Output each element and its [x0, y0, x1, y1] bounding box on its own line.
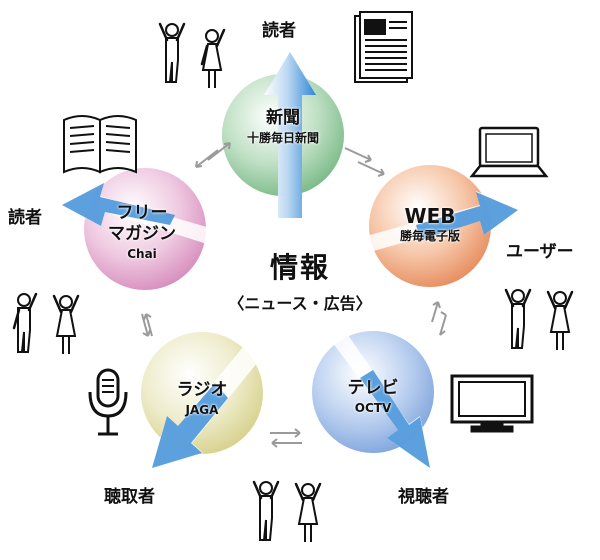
arrow-to-magazine-readers — [60, 182, 224, 248]
audience-label-newspaper: 読者 — [262, 21, 296, 41]
link-newspaper-web — [344, 147, 385, 177]
node-magazine: フリー マガジン Chai — [108, 203, 176, 263]
node-tv-title: テレビ — [347, 378, 399, 398]
center-subtitle: 〈ニュース・広告〉 — [228, 294, 372, 313]
magazine-circle — [84, 168, 206, 290]
people-icon-bottom — [252, 480, 322, 542]
node-magazine-subtitle: Chai — [127, 247, 157, 261]
center-title: 情報 — [269, 251, 331, 284]
node-radio: ラジオ JAGA — [177, 380, 228, 419]
link-tv-radio — [270, 428, 302, 448]
node-magazine-title-line2: マガジン — [108, 224, 176, 244]
audience-label-web: ユーザー — [506, 242, 574, 262]
link-newspaper-magazine — [195, 142, 231, 168]
arrow-to-tv-viewers — [332, 332, 432, 470]
node-newspaper-title: 新聞 — [265, 108, 300, 128]
link-radio-magazine — [141, 313, 153, 337]
laptop-icon — [469, 126, 549, 178]
node-magazine-title-line1: フリー — [116, 203, 168, 223]
newspaper-icon — [354, 11, 413, 83]
arrow-to-web-users — [366, 191, 520, 252]
people-icon-left — [12, 292, 80, 354]
arrow-to-radio-listeners — [150, 336, 266, 470]
node-newspaper: 新聞 十勝毎日新聞 — [247, 108, 319, 147]
node-web: WEB 勝毎電子版 — [400, 206, 460, 245]
node-web-subtitle: 勝毎電子版 — [399, 229, 461, 243]
node-tv-subtitle: OCTV — [354, 401, 392, 415]
node-tv: テレビ OCTV — [348, 378, 399, 417]
audience-label-tv: 視聴者 — [398, 487, 449, 507]
tv-monitor-icon — [450, 374, 534, 433]
book-icon — [63, 115, 137, 174]
node-radio-subtitle: JAGA — [185, 403, 219, 417]
microphone-icon — [88, 368, 128, 436]
audience-label-radio: 聴取者 — [104, 487, 155, 507]
arrow-to-newspaper-readers — [264, 52, 316, 218]
audience-label-magazine: 読者 — [8, 208, 42, 228]
people-icon-top — [158, 22, 226, 88]
node-newspaper-subtitle: 十勝毎日新聞 — [246, 131, 320, 145]
node-radio-title: ラジオ — [176, 380, 228, 400]
people-icon-right — [504, 288, 574, 350]
link-web-tv — [431, 301, 447, 336]
node-web-title: WEB — [404, 204, 456, 228]
